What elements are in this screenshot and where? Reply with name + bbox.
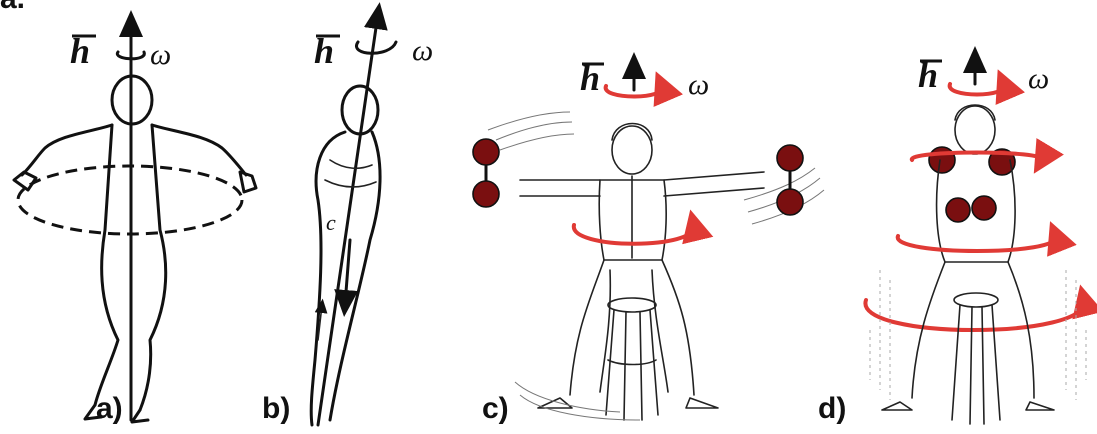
left-dumbbell-top	[473, 139, 499, 165]
motion-lines	[870, 270, 1086, 400]
stool-seat	[608, 298, 656, 312]
dumbbell-lower-right	[972, 196, 996, 220]
rotation-arrow-top	[950, 84, 1005, 95]
omega-symbol: ω	[150, 38, 171, 71]
left-dumbbell-bottom	[473, 181, 499, 207]
panel-a: h ω a)	[14, 22, 256, 425]
man-inner-legs	[600, 270, 668, 392]
man-head	[955, 106, 995, 154]
stool-rung	[608, 360, 656, 365]
dumbbell-lower-left	[946, 198, 970, 222]
left-arm	[520, 180, 600, 196]
panel-c: h ω c)	[473, 58, 824, 425]
left-hand	[14, 172, 36, 190]
panel-label-d: d)	[818, 392, 846, 425]
left-arm	[22, 125, 112, 175]
panel-label-c: c)	[482, 392, 509, 425]
spin-indicator	[356, 42, 396, 53]
folded-arms	[325, 160, 376, 187]
man-head	[612, 126, 652, 174]
shoes	[538, 398, 718, 408]
force-arrow	[345, 240, 350, 305]
rotation-arrow-middle	[574, 225, 694, 244]
right-dumbbell-top	[777, 145, 803, 171]
omega-symbol: ω	[1028, 62, 1049, 95]
panel-label-b: b)	[262, 392, 290, 425]
dumbbell-upper-left	[929, 147, 955, 173]
header-text: a.	[0, 0, 25, 15]
panel-label-a: a)	[96, 392, 123, 425]
stool-legs	[952, 305, 1000, 424]
right-dumbbell-bottom	[777, 189, 803, 215]
motion-lines-left	[488, 112, 574, 150]
omega-symbol: ω	[412, 34, 433, 67]
skater-head	[342, 86, 378, 134]
right-arm	[664, 172, 764, 196]
shoes	[882, 402, 1054, 410]
rotation-arrow-middle	[898, 236, 1057, 251]
right-skate	[132, 410, 148, 422]
right-hand	[240, 172, 256, 192]
center-mass-label: c	[326, 210, 336, 235]
rotation-arrow-lower	[865, 300, 1084, 330]
floor-lines	[515, 382, 640, 420]
omega-symbol: ω	[688, 68, 709, 101]
man-legs	[570, 260, 694, 395]
panel-d: h ω d)	[818, 55, 1086, 425]
panel-b: h ω c b)	[262, 14, 433, 425]
